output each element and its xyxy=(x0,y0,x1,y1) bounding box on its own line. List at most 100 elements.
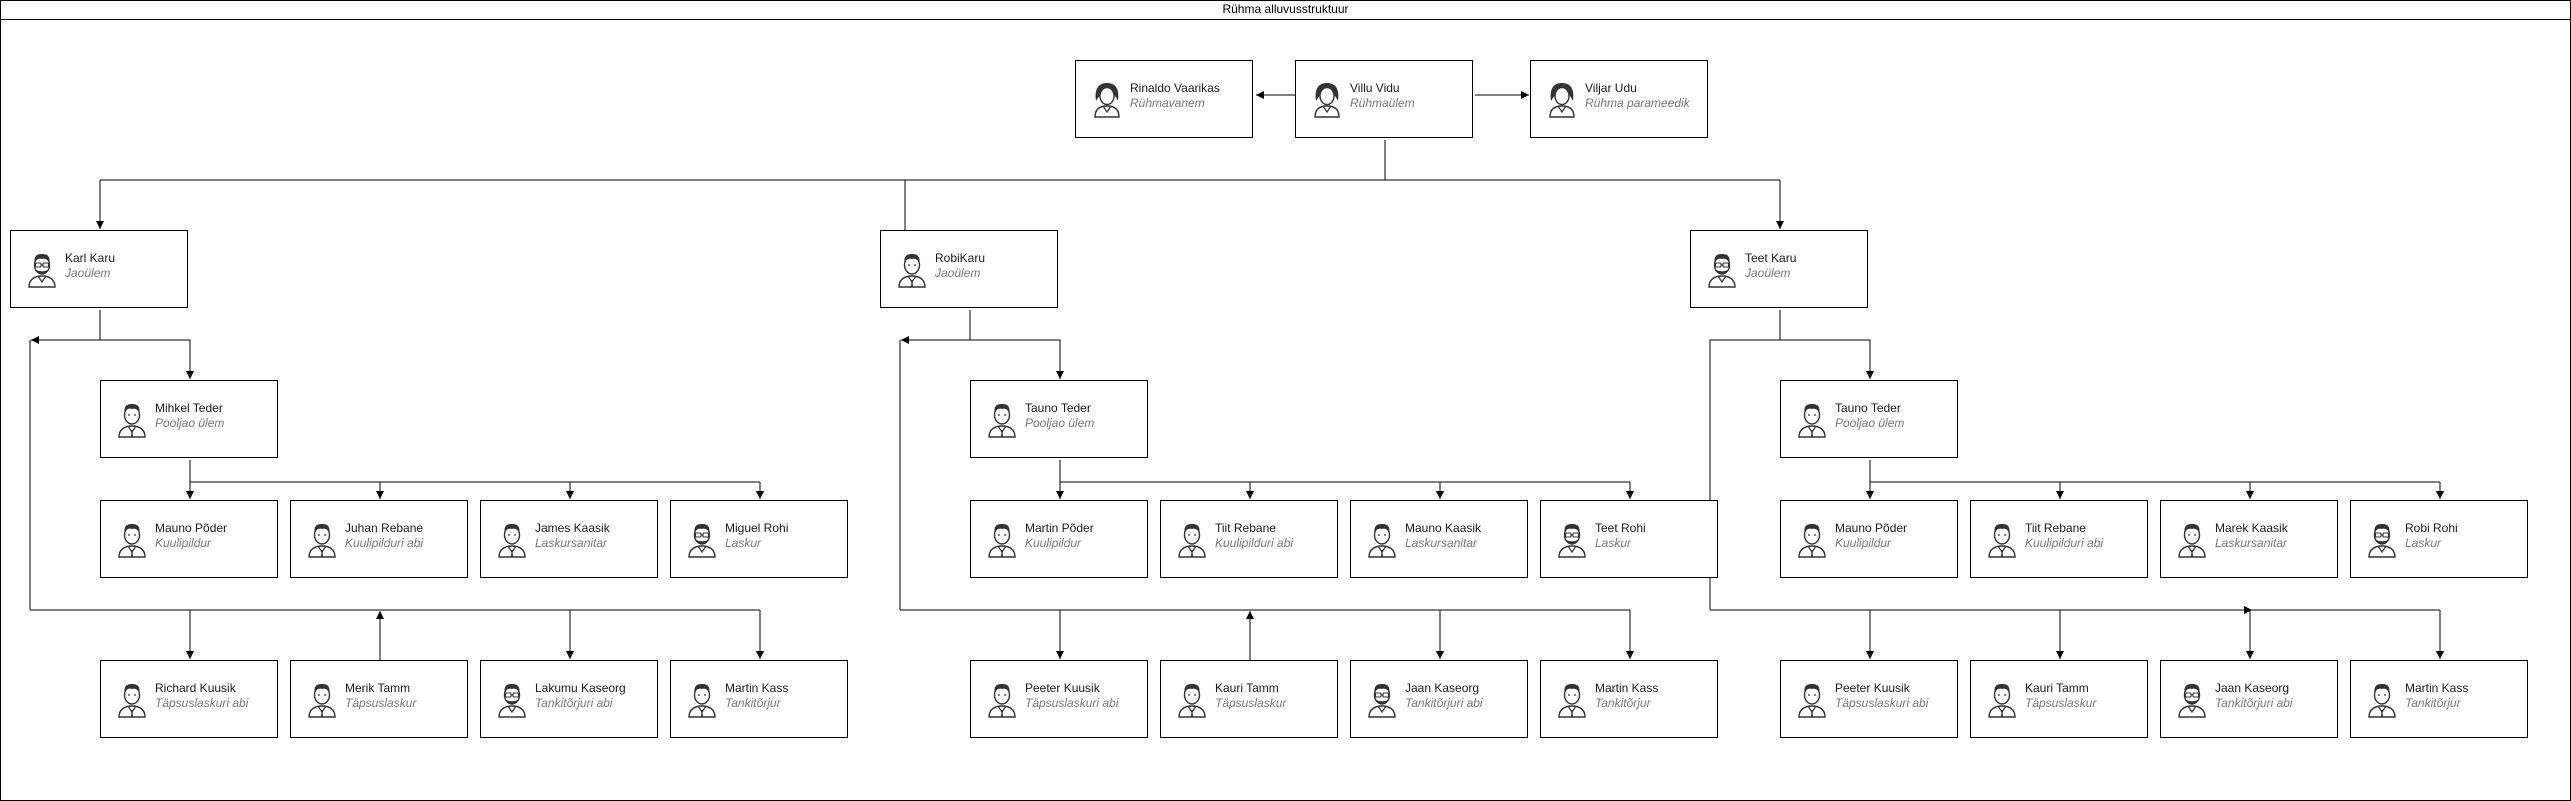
person-avatar-icon xyxy=(985,521,1019,559)
person-name: Martin Põder xyxy=(1025,521,1094,535)
person-name: Tiit Rebane xyxy=(1215,521,1276,535)
person-role: Täpsuslaskuri abi xyxy=(155,696,249,710)
person-name: Jaan Kaseorg xyxy=(2215,681,2290,695)
person-role: Jaoülem xyxy=(1745,266,1791,280)
person-role: Jaoülem xyxy=(65,266,111,280)
person-avatar-icon xyxy=(1795,401,1829,439)
person-avatar-icon xyxy=(985,401,1019,439)
person-role: Täpsuslaskur xyxy=(2025,696,2097,710)
person-role: Tankitõrjur xyxy=(2405,696,2461,710)
person-avatar-icon xyxy=(305,521,339,559)
person-avatar-icon xyxy=(1555,521,1589,559)
person-name: Richard Kuusik xyxy=(155,681,236,695)
person-avatar-icon xyxy=(25,251,59,289)
person-role: Pooljao ülem xyxy=(1835,416,1905,430)
person-name: Tiit Rebane xyxy=(2025,521,2086,535)
person-role: Tankitõrjuri abi xyxy=(2215,696,2293,710)
person-role: Kuulipildur xyxy=(155,536,212,550)
person-name: James Kaasik xyxy=(535,521,610,535)
person-name: Lakumu Kaseorg xyxy=(535,681,626,695)
person-name: Mihkel Teder xyxy=(155,401,223,415)
person-avatar-icon xyxy=(1175,521,1209,559)
person-name: Viljar Udu xyxy=(1585,81,1637,95)
person-role: Täpsuslaskuri abi xyxy=(1835,696,1929,710)
person-avatar-icon xyxy=(1545,81,1579,119)
person-role: Kuulipilduri abi xyxy=(2025,536,2104,550)
person-avatar-icon xyxy=(1365,681,1399,719)
person-role: Pooljao ülem xyxy=(1025,416,1095,430)
person-avatar-icon xyxy=(1985,681,2019,719)
person-avatar-icon xyxy=(495,681,529,719)
person-role: Laskursanitar xyxy=(535,536,608,550)
person-name: Peeter Kuusik xyxy=(1025,681,1100,695)
person-role: Rühma parameedik xyxy=(1585,96,1690,110)
person-role: Rühmaülem xyxy=(1350,96,1415,110)
person-avatar-icon xyxy=(1795,681,1829,719)
person-role: Laskur xyxy=(1595,536,1632,550)
person-avatar-icon xyxy=(1175,681,1209,719)
person-name: Kauri Tamm xyxy=(2025,681,2089,695)
person-avatar-icon xyxy=(2175,681,2209,719)
person-name: RobiKaru xyxy=(935,251,986,265)
person-name: Miguel Rohi xyxy=(725,521,789,535)
person-avatar-icon xyxy=(305,681,339,719)
person-role: Kuulipilduri abi xyxy=(1215,536,1294,550)
person-name: Tauno Teder xyxy=(1025,401,1091,415)
person-name: Rinaldo Vaarikas xyxy=(1130,81,1220,95)
person-name: Tauno Teder xyxy=(1835,401,1901,415)
person-name: Kauri Tamm xyxy=(1215,681,1279,695)
person-avatar-icon xyxy=(495,521,529,559)
person-name: Teet Karu xyxy=(1745,251,1797,265)
person-role: Laskur xyxy=(725,536,762,550)
connector-to-sub-leader xyxy=(99,310,194,379)
person-avatar-icon xyxy=(1310,81,1344,119)
connector-row1-bus xyxy=(1869,460,2440,483)
connector-platoon-bus xyxy=(100,140,1386,181)
person-role: Kuulipildur xyxy=(1025,536,1082,550)
person-avatar-icon xyxy=(685,521,719,559)
person-name: Peeter Kuusik xyxy=(1835,681,1910,695)
person-name: Martin Kass xyxy=(2405,681,2469,695)
person-role: Rühmavanem xyxy=(1130,96,1205,110)
person-role: Täpsuslaskur xyxy=(345,696,417,710)
person-name: Mauno Põder xyxy=(1835,521,1908,535)
connector-to-sub-leader xyxy=(1779,310,1874,379)
person-name: Mauno Põder xyxy=(155,521,228,535)
person-avatar-icon xyxy=(985,681,1019,719)
person-name: Martin Kass xyxy=(725,681,789,695)
